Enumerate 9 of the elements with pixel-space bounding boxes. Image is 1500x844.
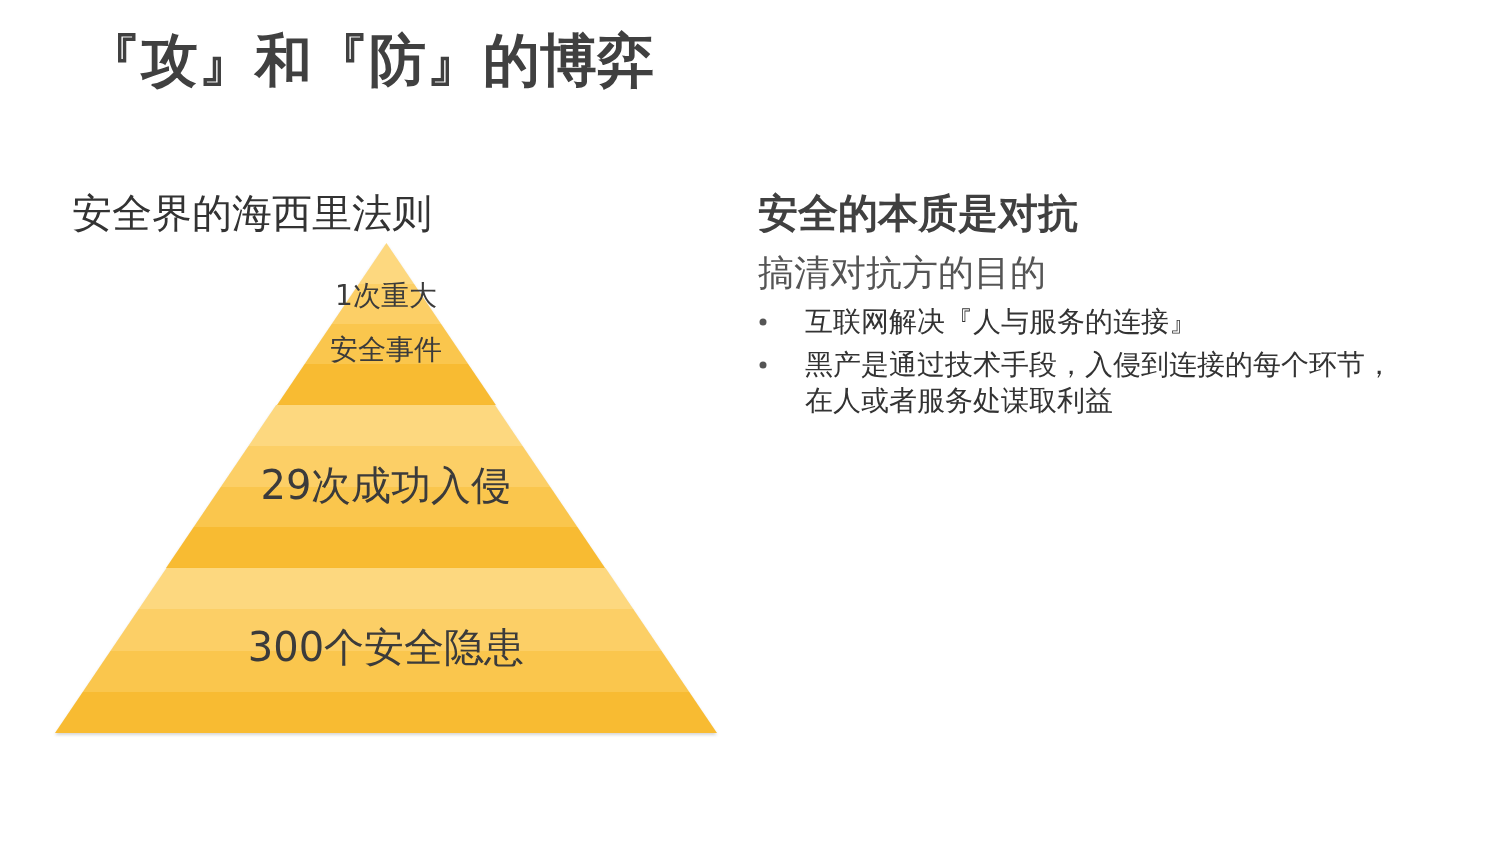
bullet-text: 黑产是通过技术手段，入侵到连接的每个环节，在人或者服务处谋取利益 [805, 347, 1394, 419]
slide-title: 『攻』和『防』的博弈 [84, 26, 654, 95]
pyramid-level [55, 568, 717, 733]
level-label: 29次成功入侵 [259, 461, 513, 510]
subheading: 搞清对抗方的目的 [758, 251, 1046, 295]
bullet-text: 互联网解决『人与服务的连接』 [805, 304, 1198, 340]
section-heading: 安全的本质是对抗 [758, 189, 1078, 237]
level-label: 300个安全隐患 [246, 623, 526, 672]
section-heading: 安全界的海西里法则 [72, 189, 432, 237]
